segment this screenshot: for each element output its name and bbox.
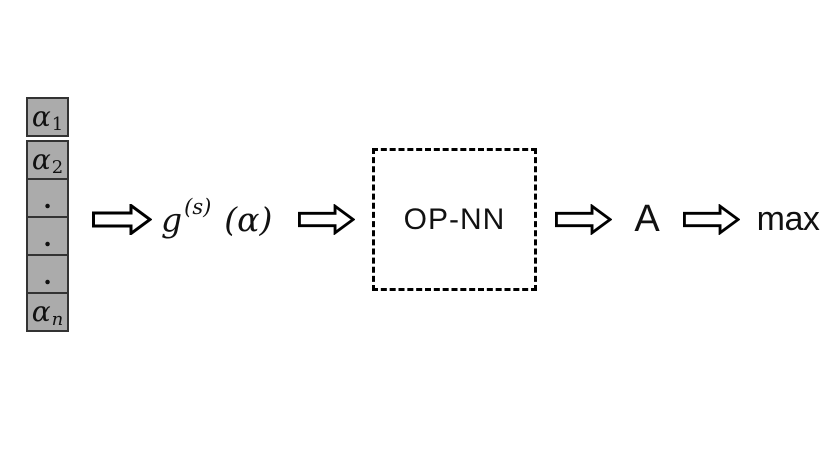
function-argument: (α) [224, 199, 273, 239]
vector-cell-ellipsis-3: . [26, 254, 69, 294]
alpha-symbol: α [31, 143, 51, 176]
alpha-subscript: n [51, 309, 64, 330]
alpha-symbol: α [31, 295, 51, 328]
output-a-label: A [634, 197, 660, 240]
flow-right-arrow-icon [298, 204, 355, 235]
max-operation-label: max [756, 199, 820, 238]
vector-cell-ellipsis-2: . [26, 216, 69, 256]
function-superscript: (s) [184, 195, 212, 219]
alpha-symbol: α [31, 100, 51, 133]
op-nn-box: OP-NN [372, 148, 537, 291]
flow-right-arrow-icon [555, 204, 612, 235]
ellipsis-dot: . [43, 261, 52, 290]
ellipsis-dot: . [43, 185, 52, 214]
flow-right-arrow-icon [683, 204, 740, 235]
function-g: g [161, 199, 183, 239]
op-nn-label: OP-NN [403, 202, 506, 236]
ellipsis-dot: . [43, 223, 52, 252]
alpha-subscript: 2 [51, 157, 64, 178]
vector-cell-ellipsis-1: . [26, 178, 69, 218]
sorting-function-label: g(s) (α) [161, 190, 272, 248]
flow-right-arrow-icon [92, 204, 152, 235]
alpha-subscript: 1 [51, 114, 64, 135]
